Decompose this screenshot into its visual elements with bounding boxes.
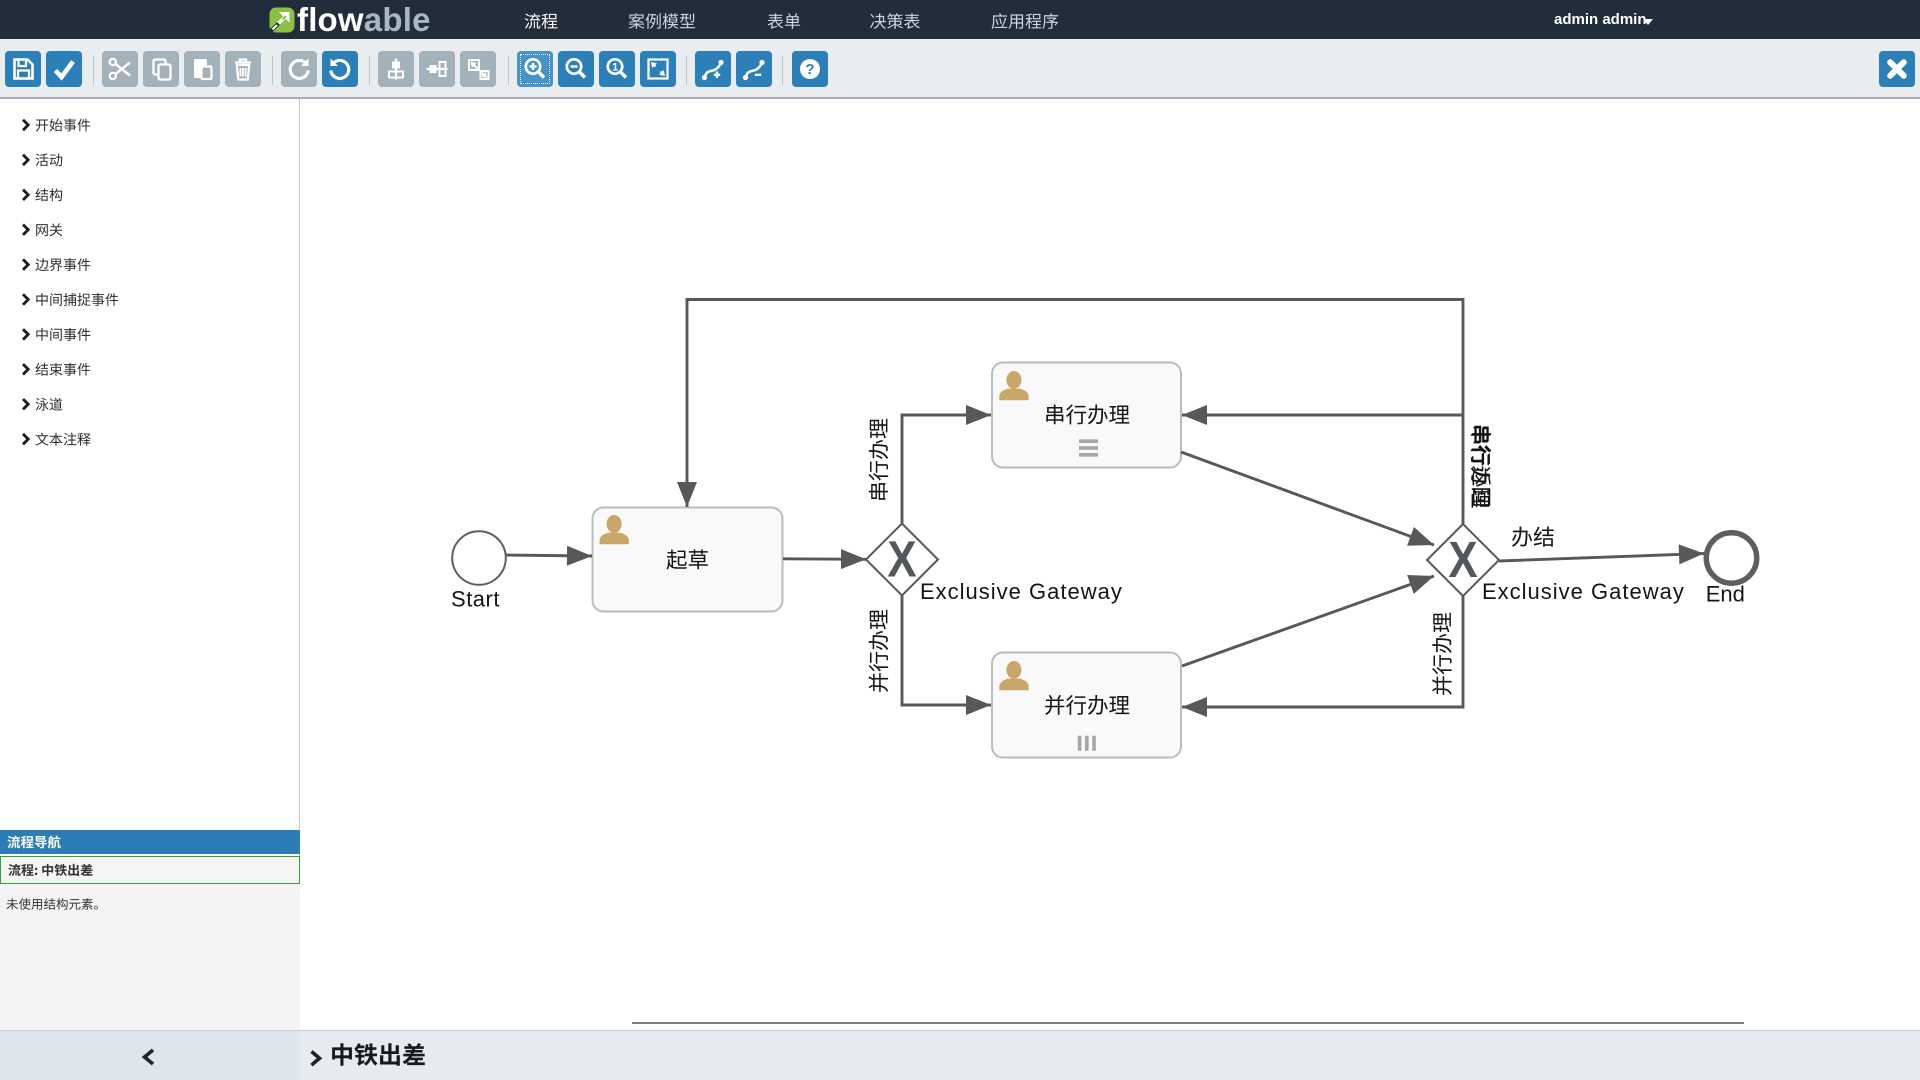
svg-text:Exclusive Gateway: Exclusive Gateway: [920, 579, 1123, 604]
svg-text:X: X: [887, 532, 917, 589]
svg-text:End: End: [1706, 582, 1745, 607]
svg-text:X: X: [1448, 532, 1478, 589]
svg-text:Start: Start: [451, 587, 500, 612]
svg-text:?: ?: [805, 61, 814, 78]
svg-text:Exclusive Gateway: Exclusive Gateway: [1482, 579, 1685, 604]
svg-text:1: 1: [612, 62, 618, 74]
